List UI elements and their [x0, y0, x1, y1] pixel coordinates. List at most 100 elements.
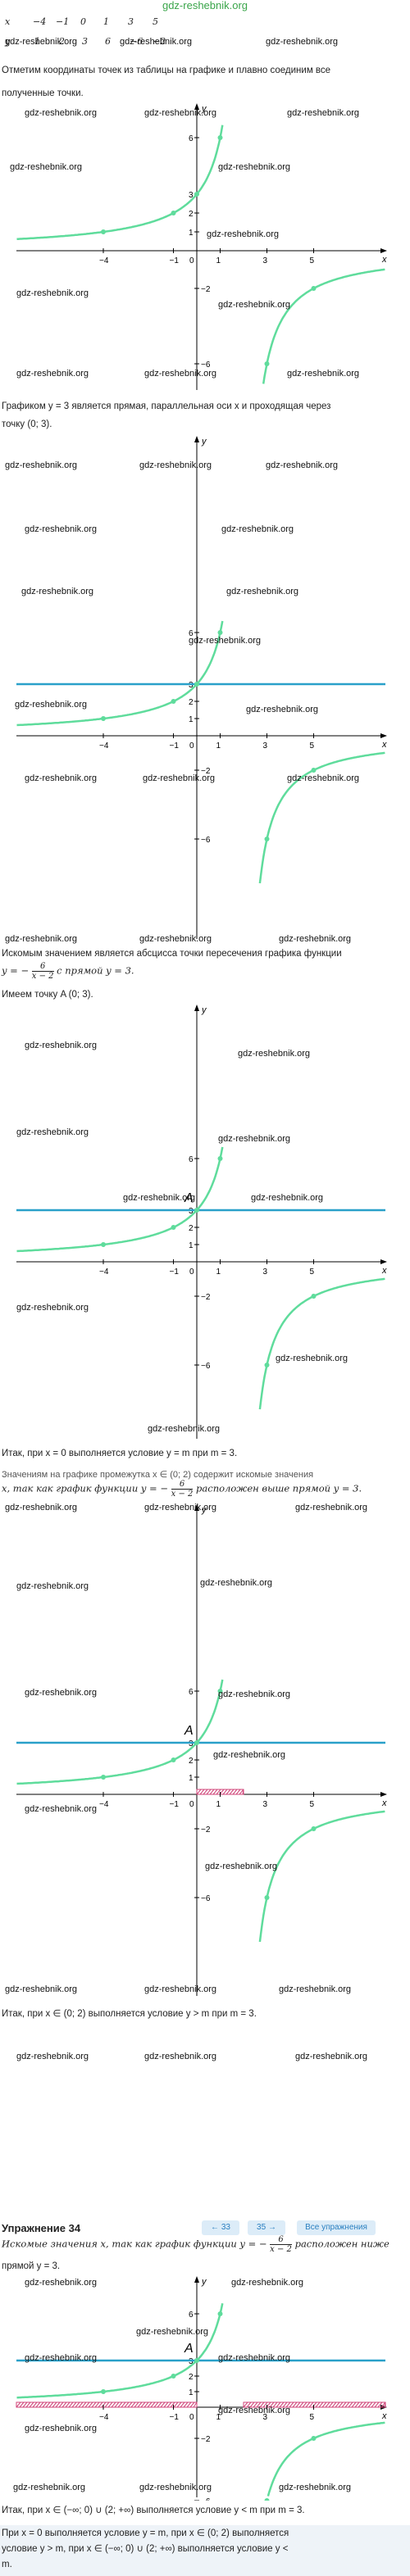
x-tick-label: 1 [216, 256, 221, 265]
watermark: gdz-reshebnik.org [276, 1354, 348, 1363]
watermark: gdz-reshebnik.org [287, 108, 360, 118]
all-exercises-button[interactable]: Все упражнения [297, 2220, 376, 2235]
graph-point [171, 1225, 176, 1230]
hatch-stroke [325, 2401, 330, 2408]
watermark: gdz-reshebnik.org [16, 288, 89, 298]
watermark: gdz-reshebnik.org [25, 773, 98, 783]
watermark: gdz-reshebnik.org [231, 2278, 304, 2288]
paragraph-1: Отметим координаты точек из таблицы на г… [2, 66, 331, 75]
hatch-stroke [58, 2401, 64, 2408]
watermark: gdz-reshebnik.org [5, 460, 78, 470]
hatch-stroke [78, 2401, 84, 2408]
hatch-stroke [246, 2401, 252, 2408]
hatch-stroke [84, 2401, 90, 2408]
graph-point [171, 211, 176, 215]
hatch-stroke [189, 2401, 195, 2408]
hatch-stroke [65, 2401, 71, 2408]
x-tick-label: −1 [170, 742, 180, 751]
paragraph-6: Итак, при x ∈ (0; 2) выполняется условие… [2, 2009, 257, 2019]
watermark: gdz-reshebnik.org [251, 1193, 324, 1203]
hatch-stroke [242, 1789, 244, 1795]
watermark: gdz-reshebnik.org [218, 1689, 291, 1699]
hatch-stroke [282, 2401, 288, 2408]
graph-point [194, 682, 199, 687]
hatch-stroke [81, 2401, 87, 2408]
hatch-stroke [127, 2401, 133, 2408]
y-tick-label: −6 [201, 361, 211, 370]
hatch-stroke [183, 2401, 189, 2408]
watermark: gdz-reshebnik.org [25, 2278, 98, 2288]
hyperbola-left-branch [16, 2303, 224, 2399]
x-tick-label: 3 [263, 1268, 268, 1277]
hatch-stroke [361, 2401, 367, 2408]
hatch-stroke [176, 2401, 182, 2408]
watermark: gdz-reshebnik.org [25, 1041, 98, 1050]
y-axis-label: y [201, 1505, 207, 1515]
graph-point [101, 229, 106, 234]
exercise-title: Упражнение 34 [2, 2222, 81, 2234]
graph-point [194, 192, 199, 197]
watermark: gdz-reshebnik.org [25, 524, 98, 534]
y-tick-label: 1 [189, 2388, 194, 2397]
hatch-stroke [292, 2401, 298, 2408]
hatch-stroke [305, 2401, 311, 2408]
hatch-stroke [276, 2401, 281, 2408]
graph-point [264, 361, 270, 366]
y-axis-label: y [201, 104, 207, 114]
hatch-stroke [94, 2401, 100, 2408]
watermark: gdz-reshebnik.org [13, 2483, 86, 2492]
hatch-stroke [371, 2401, 376, 2408]
paragraph-3: Искомым значением является абсцисса точк… [2, 949, 342, 959]
graph-point [217, 630, 223, 635]
watermark: gdz-reshebnik.org [16, 1127, 89, 1137]
x-tick-label: 5 [310, 1800, 315, 1809]
graph-point [311, 2436, 317, 2441]
y-tick-label: −6 [201, 2497, 211, 2501]
watermark: gdz-reshebnik.org [295, 1503, 368, 1512]
watermark: gdz-reshebnik.org [25, 2353, 98, 2363]
hatch-stroke [380, 2401, 386, 2408]
watermark: gdz-reshebnik.org [120, 37, 193, 47]
hatch-stroke [212, 1789, 218, 1795]
graph-point [217, 2311, 223, 2316]
point-a-label: A [184, 1191, 194, 1205]
hatch-stroke [160, 2401, 166, 2408]
watermark: gdz-reshebnik.org [16, 1303, 89, 1313]
hatch-stroke [256, 2401, 262, 2408]
next-exercise-button[interactable]: 35 → [248, 2220, 285, 2235]
y-tick-label: −6 [201, 836, 211, 845]
paragraph-3c: Имеем точку A (0; 3). [2, 990, 93, 1000]
table-y-1: 1 [34, 36, 40, 47]
y-tick-label: 6 [189, 2311, 194, 2320]
y-tick-label: 1 [189, 229, 194, 238]
table-x-5: 3 [128, 16, 134, 27]
watermark: gdz-reshebnik.org [287, 369, 360, 379]
hatch-stroke [312, 2401, 317, 2408]
hyperbola-right-branch [258, 1810, 385, 1943]
y-tick-label: −6 [201, 1894, 211, 1903]
watermark: gdz-reshebnik.org [189, 636, 262, 646]
hatch-stroke [137, 2401, 143, 2408]
graph-point [264, 837, 270, 841]
watermark: gdz-reshebnik.org [5, 1503, 78, 1512]
prev-exercise-button[interactable]: ← 33 [202, 2220, 239, 2235]
hatch-stroke [239, 1789, 244, 1795]
watermark: gdz-reshebnik.org [218, 300, 291, 310]
hatch-stroke [117, 2401, 123, 2408]
watermark: gdz-reshebnik.org [144, 108, 217, 118]
paragraph-4: Итак, при x = 0 выполняется условие y = … [2, 1449, 238, 1458]
y-axis-arrow [194, 436, 199, 442]
hatch-stroke [262, 2401, 268, 2408]
table-x-label: x [5, 16, 11, 27]
hatch-stroke [140, 2401, 146, 2408]
paragraph-7b: прямой y = 3. [2, 2261, 61, 2271]
site-header[interactable]: gdz-reshebnik.org [162, 0, 248, 11]
hatch-stroke [318, 2401, 324, 2408]
hatch-stroke [344, 2401, 350, 2408]
hatch-stroke [107, 2401, 113, 2408]
hyperbola-right-branch [262, 268, 385, 384]
graph-point [217, 135, 223, 140]
